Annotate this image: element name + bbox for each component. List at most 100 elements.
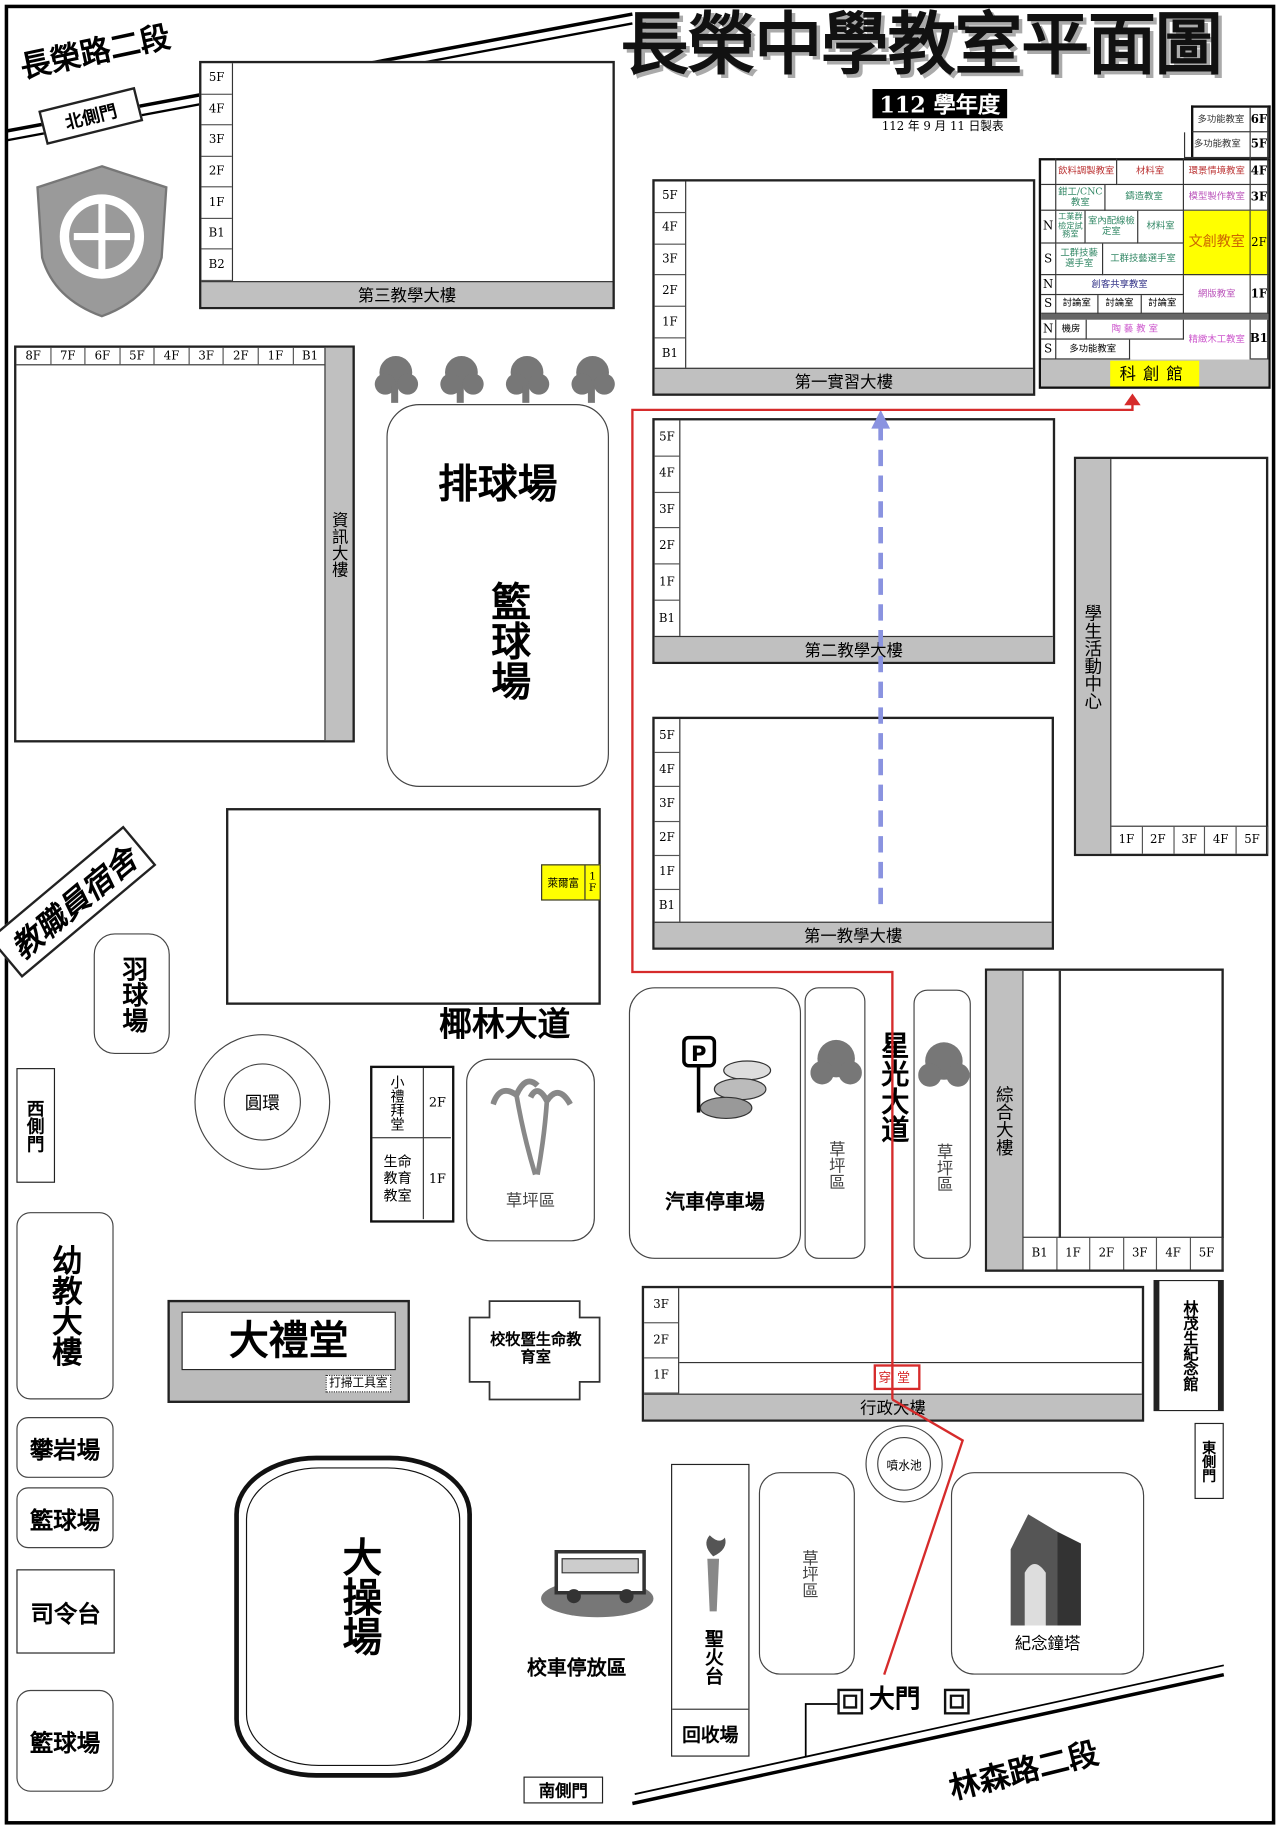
sports-court[interactable]: 排球場 籃球場 [386,404,609,787]
floor-label: 5F [1190,1237,1224,1270]
hilife-store[interactable]: 萊爾富 1F [541,864,601,901]
west-gate[interactable]: 西側門 [16,1068,56,1183]
passage-hall[interactable]: 穿堂 [873,1364,921,1391]
room: 工群技藝選手室 [1103,243,1184,276]
north-label: N [1041,210,1057,244]
torch-label: 聖火台 [701,1629,724,1686]
room: 陶 藝 教 室 [1086,319,1184,340]
floor-label: 1F [1250,275,1269,314]
clock-tower-icon [1010,1514,1081,1626]
lawn-label: 草坪區 [505,1192,556,1211]
east-gate[interactable]: 東側門 [1194,1422,1224,1500]
floor-label: 1F [1057,1237,1091,1270]
floor-label: 3F [201,125,232,157]
lin-maosheng-memorial-hall[interactable]: 林茂生紀念館 [1153,1280,1224,1412]
climbing-wall[interactable]: 攀岩場 [16,1417,114,1478]
torch-platform[interactable]: 聖火台 回收場 [671,1463,750,1757]
floor-label: 3F [654,244,686,276]
floor-label: 5F [654,420,680,457]
room: 多功能教室 [1192,107,1251,133]
floor-label: 3F [1250,185,1269,211]
building-with-convenience-store[interactable]: 萊爾富 1F [226,808,601,1005]
lawn-area: 草坪區 [913,989,971,1259]
innovation-building[interactable]: 多功能教室 6F 多功能教室 5F 飲料調製教室 材料室 環景情境教室 4F 鉗… [1038,105,1271,389]
podium[interactable]: 司令台 [16,1569,115,1654]
floor-label: 4F [654,753,680,788]
chapel-label: 小禮拜堂 [372,1068,424,1139]
chaplain-office-shape [468,1300,601,1401]
life-education-classroom-label: 生命教育教室 [372,1138,424,1220]
floor-label: 4F [155,347,190,365]
floor-label: 1F [654,565,680,601]
room: 材料室 [1138,210,1184,244]
floor-label: 8F [16,347,52,365]
floor-label: 5F [201,63,232,95]
bus-parking-label: 校車停放區 [526,1657,627,1681]
south-label: S [1041,243,1057,276]
floor-label: 4F [654,213,686,245]
school-logo-icon [36,165,168,318]
room: 網版教室 [1183,275,1251,314]
memorial-clock-tower[interactable]: 紀念鐘塔 [950,1472,1145,1675]
building-name: 資訊大樓 [324,347,353,741]
floor-label: 2F [654,276,686,308]
floor-label: 4F [201,94,232,126]
clock-tower-label: 紀念鐘塔 [1014,1634,1081,1654]
recycling-area[interactable]: 回收場 [672,1708,749,1756]
south-gate[interactable]: 南側門 [523,1776,604,1804]
kindergarten-building[interactable]: 幼教大樓 [16,1212,114,1400]
store-floor: 1F [586,870,599,895]
auditorium[interactable]: 大禮堂 打掃工具室 [167,1299,410,1403]
floor-label: B1 [1250,319,1269,360]
main-gate[interactable]: 大門 [868,1685,921,1715]
floor-label: 5F [120,347,155,365]
gate-pillar [943,1688,970,1715]
store-name: 萊爾富 [542,865,586,900]
parking-icon: P [682,1035,772,1119]
car-parking-lot[interactable]: P 汽車停車場 [628,987,802,1259]
palm-tree-icon [490,1078,573,1176]
room: 飲料調製教室 [1056,158,1118,186]
basketball-court-2[interactable]: 籃球場 [16,1689,114,1792]
badminton-court[interactable]: 羽球場 [93,933,170,1054]
floor-label: 3F [1124,1237,1158,1270]
chapel-building[interactable]: 小禮拜堂 2F 生命教育教室 1F [370,1065,455,1223]
room: 環景情境教室 [1183,158,1251,186]
torch-icon [706,1535,726,1612]
main-sports-field[interactable]: 大操場 [234,1455,472,1778]
floor-label: 3F [1174,826,1206,854]
chaplain-office[interactable]: 校牧暨生命教育室 [490,1331,582,1367]
floor-label: 3F [654,493,680,529]
map-frame [4,4,1276,1825]
floor-label: B2 [201,250,232,282]
building-name: 第一教學大樓 [654,921,1052,948]
building-name: 學生活動中心 [1076,459,1112,854]
room: 討論室 [1141,295,1184,314]
room: 精緻木工教室 [1184,319,1251,360]
basketball-court-1[interactable]: 籃球場 [16,1487,114,1549]
floor-label: 3F [189,347,225,365]
floor-label: 5F [654,719,680,754]
room: 室內配線檢定室 [1085,210,1139,244]
palm-avenue-label: 椰林大道 [439,1004,571,1044]
janitor-closet: 打掃工具室 [325,1374,392,1393]
floor-label: 1F [259,347,294,365]
fountain: 噴水池 [865,1425,943,1503]
lawn-label: 草坪區 [799,1549,819,1599]
floor-label: 2F [644,1323,679,1359]
lawn-label: 草坪區 [934,1142,954,1193]
